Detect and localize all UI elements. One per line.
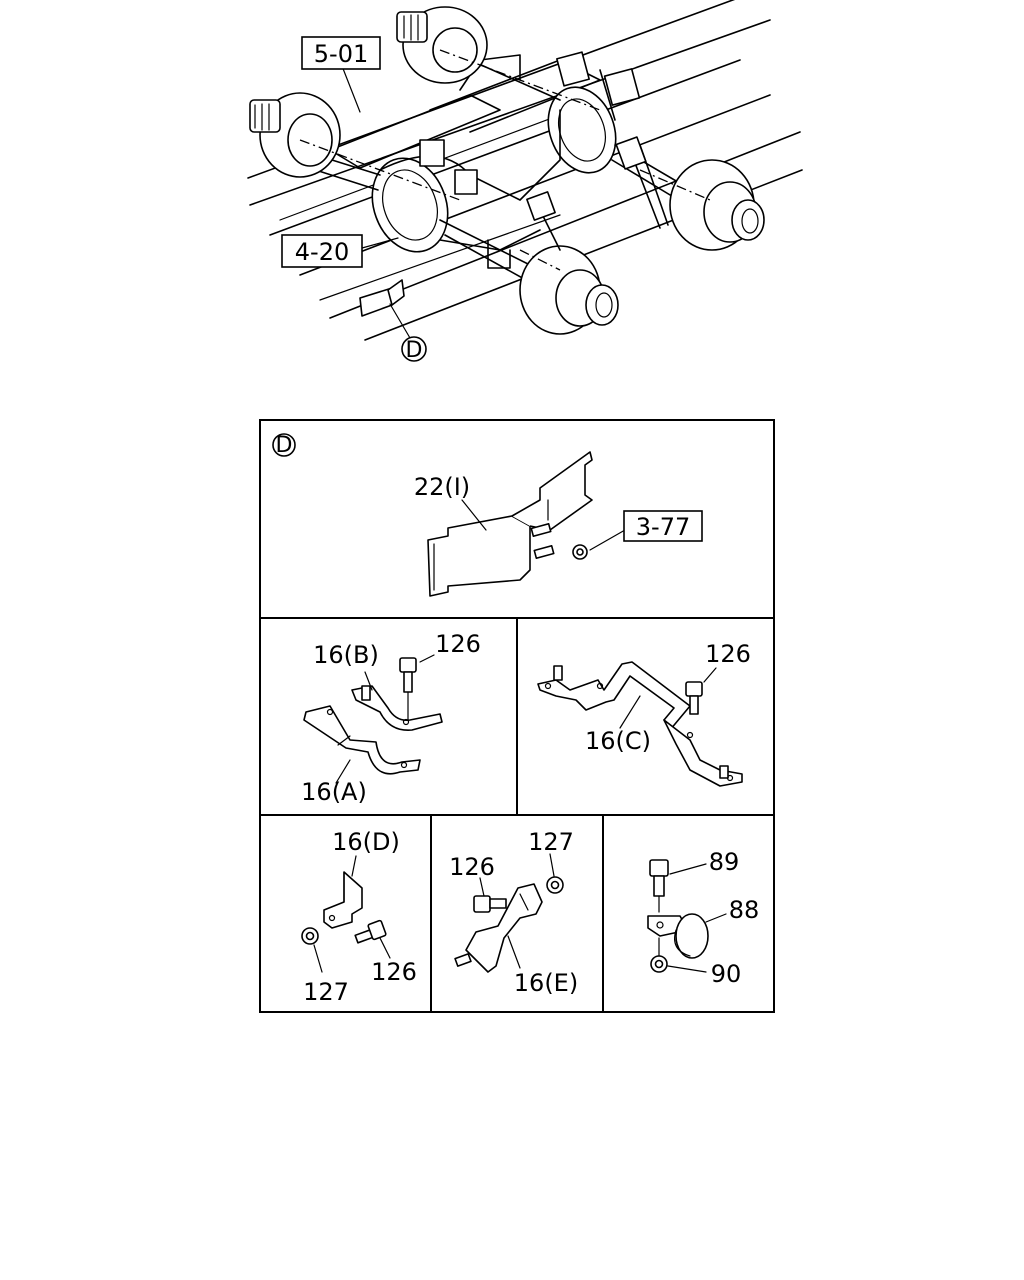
panel-bushing: 89 88 90 (647, 848, 760, 988)
part-16-e: 16(E) (514, 969, 578, 997)
ref-4-20: 4-20 (295, 238, 349, 266)
hub-right-front (519, 245, 619, 335)
panel-d: D 22(I) 3-77 (272, 433, 703, 597)
hub-left-rear (396, 6, 488, 84)
flange-nut (572, 544, 588, 560)
bolt-126 (399, 657, 417, 693)
part-16-d: 16(D) (332, 828, 400, 856)
nut-127-e (546, 876, 564, 894)
panel-ab: 16(B) 126 16(A) (301, 630, 481, 806)
hub-right-rear (669, 159, 765, 251)
bolt-126-label-c: 126 (705, 640, 751, 668)
ref-3-77: 3-77 (636, 513, 690, 541)
ref-box-4-20 (281, 234, 363, 268)
bolt-126-label-e: 126 (449, 853, 495, 881)
ref-box-3-77 (623, 510, 703, 542)
stud-bolts (530, 523, 555, 559)
bushing-88-label: 88 (729, 896, 760, 924)
bolt-126-d (354, 919, 387, 944)
nut-90 (650, 955, 668, 973)
panel-16d: 16(D) 127 126 (301, 828, 417, 1006)
nut-90-label: 90 (711, 960, 742, 988)
bolt-126-label-d: 126 (371, 958, 417, 986)
nut-127-label-d: 127 (303, 978, 349, 1006)
panel-16e: 126 127 16(E) (449, 828, 578, 997)
part-16-b: 16(B) (313, 641, 379, 669)
hub-left-front (249, 92, 341, 178)
nut-127-d (301, 927, 319, 945)
part-16-c: 16(C) (585, 727, 651, 755)
panel-c: 126 16(C) (537, 640, 751, 787)
bolt-126-label-ab: 126 (435, 630, 481, 658)
part-16-a: 16(A) (301, 778, 367, 806)
bolt-89-label: 89 (709, 848, 740, 876)
ref-5-01: 5-01 (314, 40, 368, 68)
bushing-88 (674, 913, 709, 959)
bolt-126-c (685, 681, 703, 715)
panel-d-marker: D (276, 433, 293, 458)
bolt-126-e (473, 895, 507, 913)
detail-marker-d: D (406, 338, 423, 363)
detail-marker-circle (401, 336, 427, 362)
axle-overview: 5-01 4-20 D (247, 0, 803, 363)
ref-box-5-01 (301, 36, 381, 70)
part-22-i: 22(I) (414, 473, 470, 501)
detail-frame (259, 419, 775, 1013)
panel-d-marker-circle (272, 433, 296, 457)
bolt-89 (649, 859, 669, 897)
nut-127-label-e: 127 (528, 828, 574, 856)
